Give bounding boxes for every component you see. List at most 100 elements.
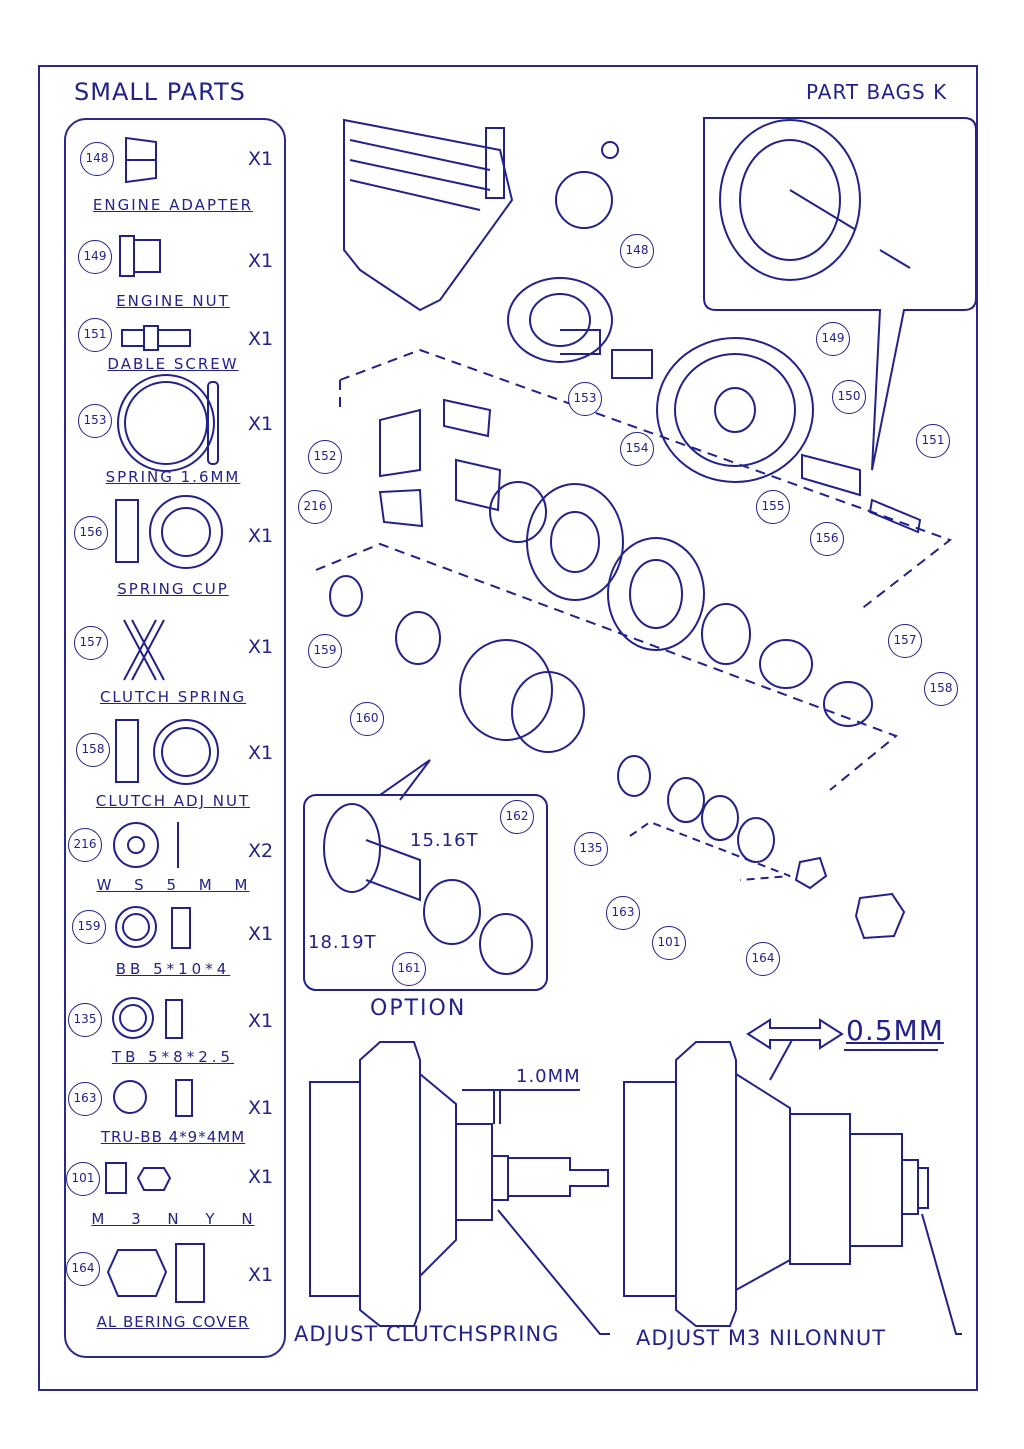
gap-large-label: 0.5MM	[846, 1014, 944, 1047]
part-number-badge: 216	[68, 828, 102, 862]
part-qty: X1	[248, 1166, 274, 1188]
part-label-engine-adapter: ENGINE ADAPTER	[92, 196, 254, 214]
part-label-thrust-ball-bearing: TRU-BB 4*9*4MM	[100, 1128, 246, 1146]
part-number-badge: 157	[74, 626, 108, 660]
flywheel-149	[656, 337, 814, 483]
part-label-engine-nut: ENGINE NUT	[116, 292, 230, 310]
clutch-housing-right	[623, 1081, 677, 1297]
callout-badge: 149	[816, 322, 850, 356]
carburettor-post	[485, 127, 505, 199]
washer-216	[329, 575, 363, 617]
inset-flywheel	[719, 119, 861, 281]
part-label-spring: SPRING 1.6MM	[105, 468, 241, 486]
part-label-washer: W S 5 M M	[96, 876, 250, 894]
callout-badge: 154	[620, 432, 654, 466]
callout-badge: 156	[810, 522, 844, 556]
option-pinion-bell	[323, 803, 381, 893]
nyn-side-icon	[105, 1162, 127, 1194]
cover-164	[854, 892, 906, 940]
spring-cup-icon	[149, 495, 223, 569]
part-number-badge: 149	[78, 240, 112, 274]
small-parts-title: SMALL PARTS	[74, 78, 246, 106]
small-parts-panel	[64, 118, 286, 1358]
option-gear-b-label: 18.19T	[308, 932, 377, 953]
nut-101	[794, 856, 828, 890]
part-number-badge: 156	[74, 516, 108, 550]
drawing-sheet-border	[38, 65, 978, 1391]
clutch-nut-icon	[153, 719, 219, 785]
bearing-cover-side-icon	[175, 1243, 205, 1303]
part-label-dable-screw: DABLE SCREW	[107, 355, 239, 373]
part-number-badge: 151	[78, 318, 112, 352]
part-number-badge: 159	[72, 910, 106, 944]
part-qty: X1	[248, 413, 274, 435]
callout-badge: 151	[916, 424, 950, 458]
engine-nut-icon	[119, 235, 161, 277]
part-label-thrust-bearing: TB 5*8*2.5	[111, 1048, 235, 1066]
callout-badge: 101	[652, 926, 686, 960]
callout-badge: 159	[308, 634, 342, 668]
part-qty: X1	[248, 1264, 274, 1286]
part-qty: X1	[248, 328, 274, 350]
thrust-bearing-side-icon	[165, 999, 183, 1039]
engine-crank-housing	[507, 277, 613, 363]
clutch-bell-155	[607, 537, 705, 651]
ball-bearing-icon	[115, 906, 157, 948]
clutch-housing-left	[309, 1081, 361, 1297]
tru-bb-icon	[113, 1080, 147, 1114]
option-gear-18-19	[423, 879, 481, 945]
gap-small-label: 1.0MM	[516, 1066, 581, 1087]
plate-154	[526, 483, 624, 601]
callout-badge: 160	[350, 702, 384, 736]
part-number-badge: 158	[76, 733, 110, 767]
part-qty: X1	[248, 742, 274, 764]
clutch-spring-icon	[123, 619, 165, 681]
callout-badge: 216	[298, 490, 332, 524]
option-gear-a-label: 15.16T	[410, 830, 479, 851]
cup-156	[701, 603, 751, 665]
dable-screw-icon	[121, 325, 191, 351]
nyn-hex-icon	[136, 1167, 172, 1191]
option-label: OPTION	[370, 996, 467, 1021]
nut-150	[801, 453, 861, 497]
bearing-159	[395, 611, 441, 665]
part-label-bearing-cover: AL BERING COVER	[96, 1313, 250, 1331]
adjust-clutchspring-label: ADJUST CLUTCHSPRING	[294, 1322, 560, 1346]
part-qty: X1	[248, 148, 274, 170]
part-number-badge: 163	[68, 1082, 102, 1116]
part-label-m3-nylon-nut: M 3 N Y N	[91, 1210, 255, 1228]
adapter-148	[611, 349, 653, 379]
part-bags-title: PART BAGS K	[806, 80, 948, 104]
part-label-spring-cup: SPRING CUP	[117, 580, 229, 598]
part-qty: X1	[248, 525, 274, 547]
inset-frame	[703, 117, 977, 471]
tru-bb-side-icon	[175, 1079, 193, 1117]
part-label-clutch-adj-nut: CLUTCH ADJ NUT	[95, 792, 251, 810]
callout-badge: 152	[308, 440, 342, 474]
part-qty: X1	[248, 1097, 274, 1119]
callout-badge: 161	[392, 952, 426, 986]
part-qty: X1	[248, 250, 274, 272]
part-qty: X1	[248, 1010, 274, 1032]
callout-badge: 150	[832, 380, 866, 414]
pinion-160	[459, 639, 553, 741]
spring-ring-icon	[117, 374, 215, 472]
part-number-badge: 101	[66, 1162, 100, 1196]
engine-adapter-icon	[125, 136, 157, 184]
part-number-badge: 148	[80, 142, 114, 176]
callout-badge: 164	[746, 942, 780, 976]
spring-157	[759, 639, 813, 689]
adjust-nylon-nut-label: ADJUST M3 NILONNUT	[636, 1326, 887, 1350]
part-qty: X1	[248, 923, 274, 945]
part-label-ball-bearing: BB 5*10*4	[115, 960, 231, 978]
part-qty: X2	[248, 840, 274, 862]
callout-badge: 153	[568, 382, 602, 416]
callout-badge: 135	[574, 832, 608, 866]
thrust-163	[667, 777, 705, 823]
callout-badge: 155	[756, 490, 790, 524]
washer-icon	[113, 822, 159, 868]
shoe-152	[379, 408, 421, 478]
bearing-135	[617, 755, 651, 797]
engine-body	[343, 118, 514, 312]
